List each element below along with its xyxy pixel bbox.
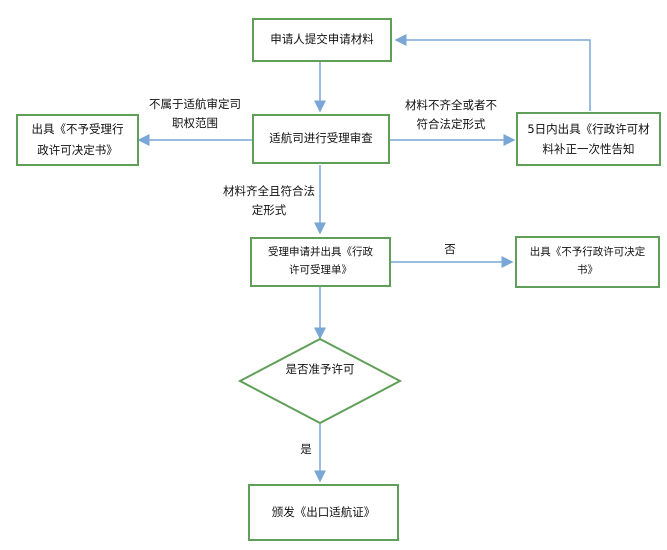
label-no: 否 [444, 242, 456, 256]
node-apply: 申请人提交申请材料 [252, 18, 392, 62]
node-review: 适航司进行受理审查 [252, 114, 390, 164]
node-reject-scope: 出具《不予受理行政许可决定书》 [16, 114, 139, 166]
node-supplement: 5日内出具《行政许可材料补正一次性告知 [516, 112, 661, 166]
node-accept: 受理申请并出具《行政许可受理单》 [250, 237, 391, 287]
node-decision-label: 是否准予许可 [285, 362, 355, 376]
node-issue: 颁发《出口适航证》 [248, 484, 399, 541]
label-not-in-scope: 不属于适航审定司职权范围 [149, 97, 241, 130]
decision-diamond [237, 337, 403, 425]
node-reject-permit: 出具《不予行政许可决定书》 [515, 236, 660, 288]
label-complete: 材料齐全且符合法定形式 [223, 184, 315, 217]
arrow-supplement-to-apply [394, 34, 591, 111]
label-yes: 是 [300, 442, 312, 456]
label-incomplete: 材料不齐全或者不符合法定形式 [405, 98, 497, 131]
